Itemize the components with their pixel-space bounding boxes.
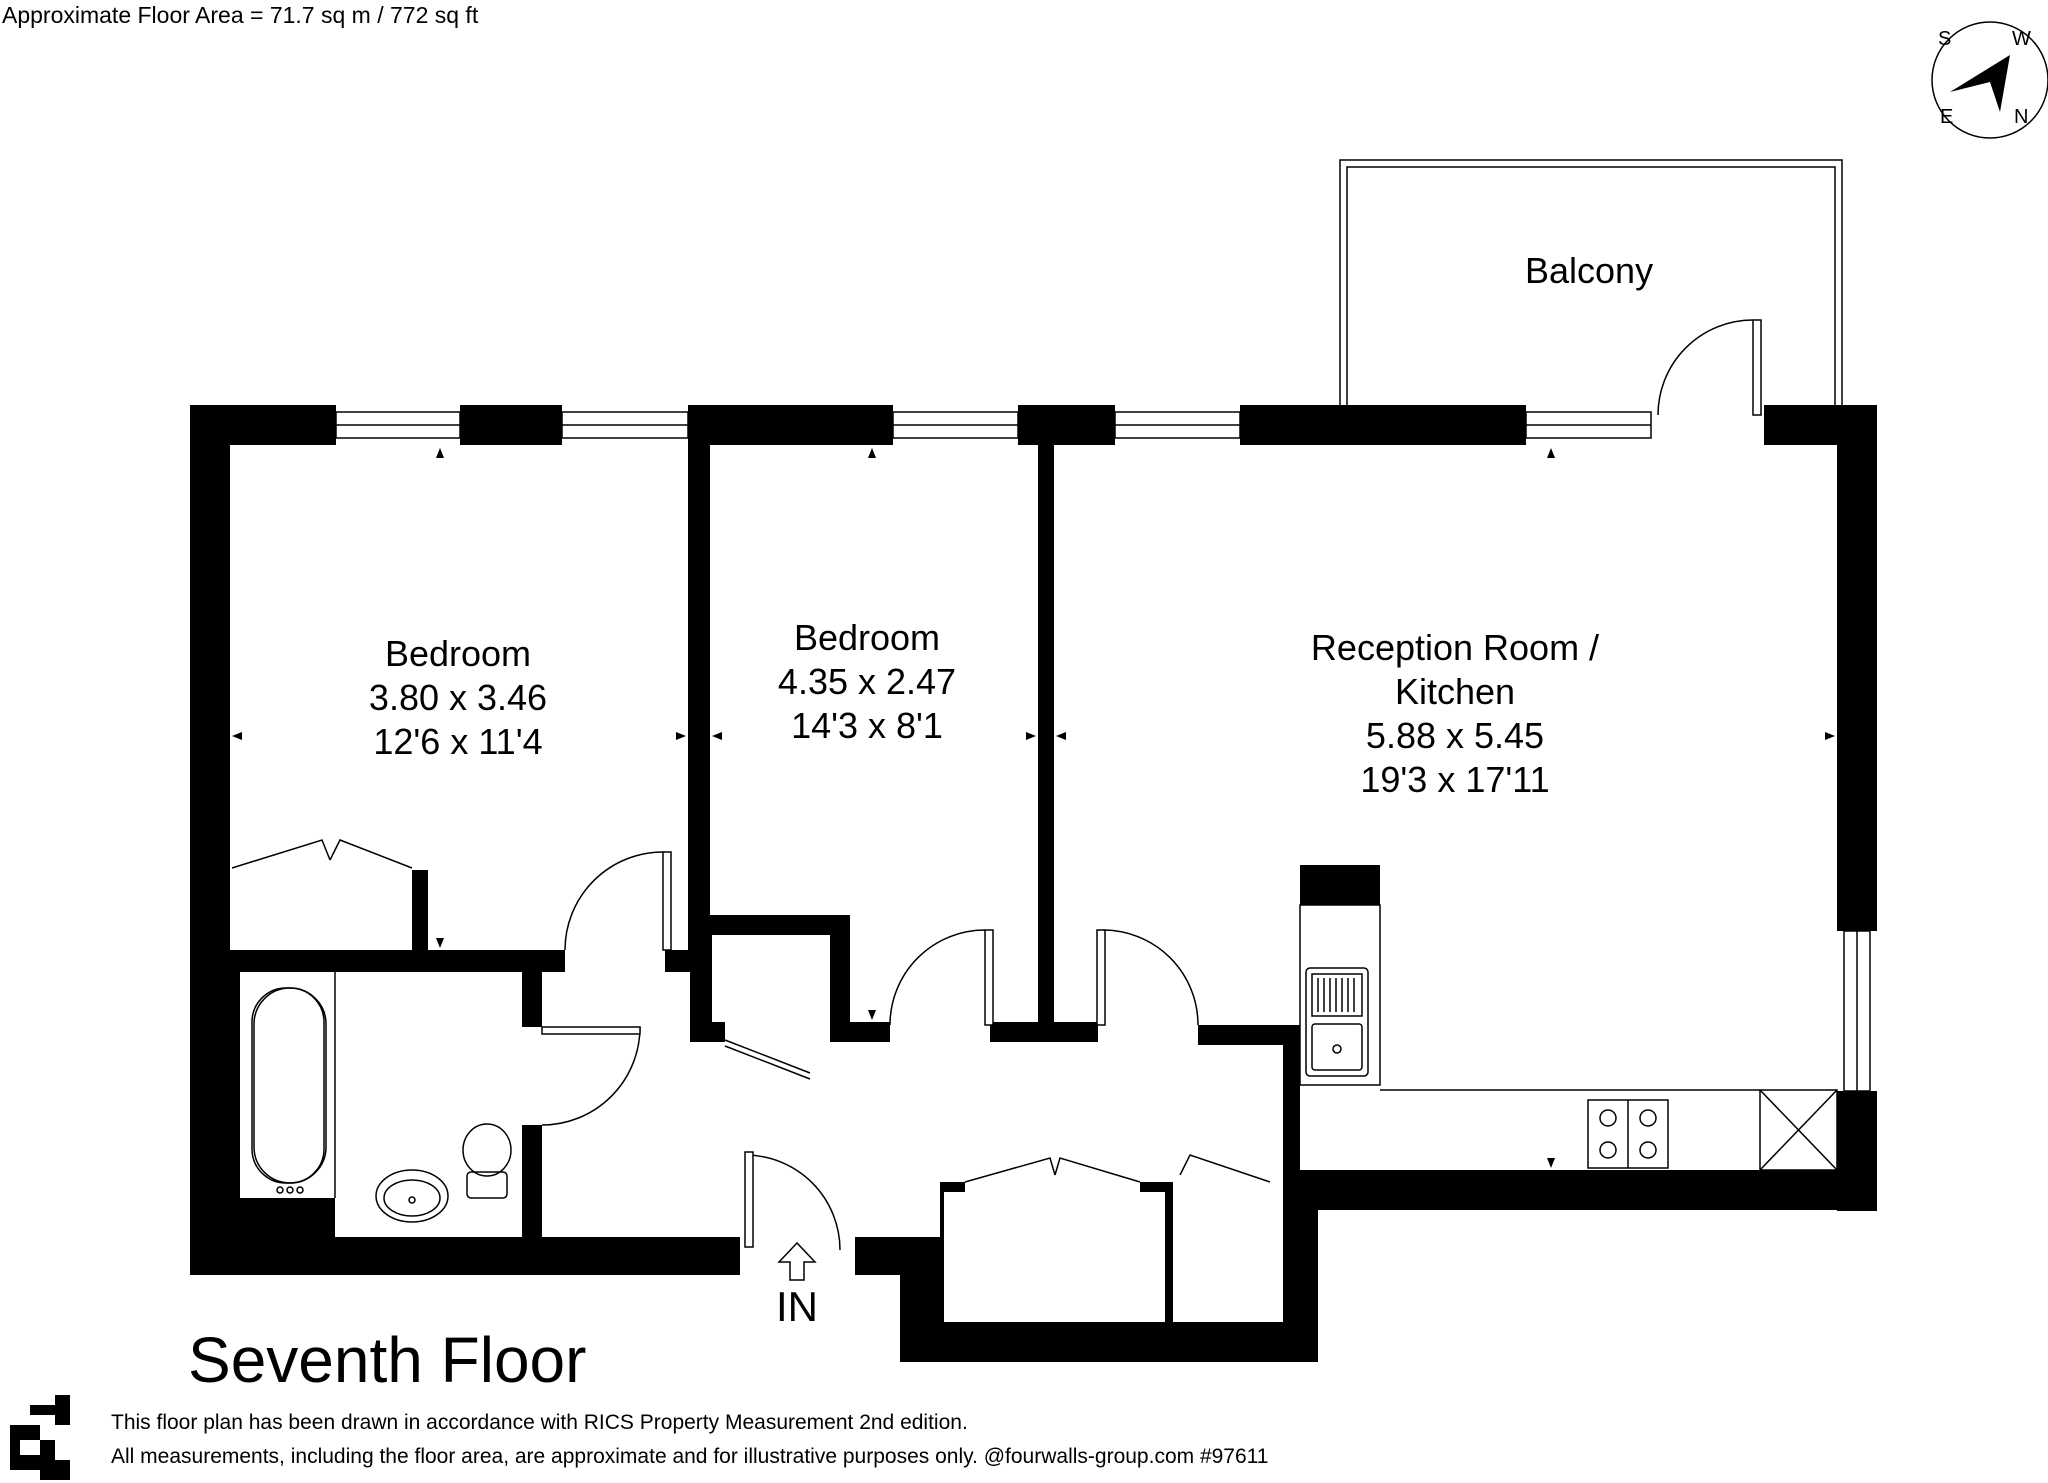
- disclaimer: This floor plan has been drawn in accord…: [111, 1406, 1268, 1474]
- reception-imperial: 19'3 x 17'11: [1360, 759, 1550, 800]
- hob-icon: [1587, 1099, 1669, 1169]
- wall-top-2: [460, 405, 562, 445]
- wall-store-top-left: [940, 1182, 965, 1192]
- wall-store-mid: [1165, 1182, 1173, 1322]
- floor-title: Seventh Floor: [188, 1324, 587, 1396]
- bedroom-1-label: Bedroom 3.80 x 3.46 12'6 x 11'4: [358, 632, 558, 764]
- wall-store-left: [940, 1182, 944, 1322]
- wall-bed2-closet-bottom3: [690, 1022, 725, 1042]
- wall-bed2-recep: [1038, 445, 1054, 1040]
- wall-hall-bed2: [990, 1022, 1098, 1042]
- reception-metric: 5.88 x 5.45: [1365, 715, 1545, 756]
- fourwalls-logo: [10, 1395, 70, 1480]
- disclaimer-line-2: All measurements, including the floor ar…: [111, 1445, 1269, 1468]
- balcony-outline: [1339, 159, 1843, 405]
- wall-bath-right-bottom: [522, 1125, 542, 1237]
- wall-top-1: [190, 405, 336, 445]
- wall-top-5: [1240, 405, 1526, 445]
- wall-bottom-1: [190, 1237, 740, 1275]
- wall-bed1-closet: [412, 870, 428, 950]
- bedroom-1-metric: 3.80 x 3.46: [368, 677, 548, 718]
- wall-right-upper: [1837, 405, 1877, 931]
- bedroom-2-metric: 4.35 x 2.47: [777, 661, 957, 702]
- dimension-markers: [232, 448, 1835, 1168]
- reception-label: Reception Room / Kitchen 5.88 x 5.45 19'…: [1295, 626, 1615, 802]
- wall-bed2-closet-side: [830, 915, 850, 1040]
- bedroom-2-name: Bedroom: [793, 617, 941, 658]
- toilet-icon: [462, 1123, 512, 1199]
- entrance-label: IN: [776, 1283, 818, 1330]
- bedroom-1-name: Bedroom: [384, 633, 532, 674]
- wall-top-3: [688, 405, 893, 445]
- compass-label-w: W: [2012, 28, 2031, 50]
- wall-top-4: [1018, 405, 1115, 445]
- wall-bottom-5: [1283, 1180, 1318, 1362]
- reception-name-1: Reception Room /: [1310, 627, 1600, 668]
- kitchen-tall-unit: [1300, 865, 1380, 905]
- wall-bed1-bed2: [688, 445, 710, 950]
- bedroom-2-imperial: 14'3 x 8'1: [791, 705, 943, 746]
- wall-bed2-closet-bottom: [710, 915, 850, 935]
- reception-name-2: Kitchen: [1394, 671, 1516, 712]
- wall-bottom-4: [900, 1322, 1318, 1362]
- compass-label-s: S: [1938, 28, 1952, 50]
- compass-icon: [1931, 21, 2048, 139]
- bedroom-2-label: Bedroom 4.35 x 2.47 14'3 x 8'1: [767, 616, 967, 748]
- sink-icon: [1305, 967, 1369, 1077]
- windows: [335, 411, 1871, 1092]
- wall-bath-left: [190, 972, 240, 1275]
- disclaimer-line-1: This floor plan has been drawn in accord…: [111, 1411, 968, 1434]
- compass-label-n: N: [2014, 106, 2029, 128]
- wall-hall-recep: [1198, 1025, 1300, 1045]
- entrance-arrow-icon: [777, 1241, 817, 1281]
- bath-icon: [253, 987, 327, 1194]
- compass-label-e: E: [1940, 106, 1954, 128]
- wall-bed2-closet-bottom2: [830, 1022, 890, 1042]
- balcony-label: Balcony: [1525, 250, 1654, 291]
- wall-bath-right-top: [522, 972, 542, 1027]
- floor-area-text: Approximate Floor Area = 71.7 sq m / 772…: [2, 2, 479, 28]
- wall-bath-bottom-left: [240, 1198, 335, 1238]
- wall-bed1-bottom: [230, 950, 565, 972]
- walls: [190, 405, 1877, 1362]
- wall-bed2-closet-left: [690, 915, 712, 1040]
- basin-icon: [375, 1169, 449, 1223]
- bedroom-1-imperial: 12'6 x 11'4: [373, 721, 543, 762]
- doors: [231, 319, 1762, 1251]
- wall-recep-kitchen-left: [1283, 1025, 1300, 1210]
- wall-recep-bottom: [1300, 1170, 1877, 1210]
- wall-store-top-mid: [1140, 1182, 1173, 1192]
